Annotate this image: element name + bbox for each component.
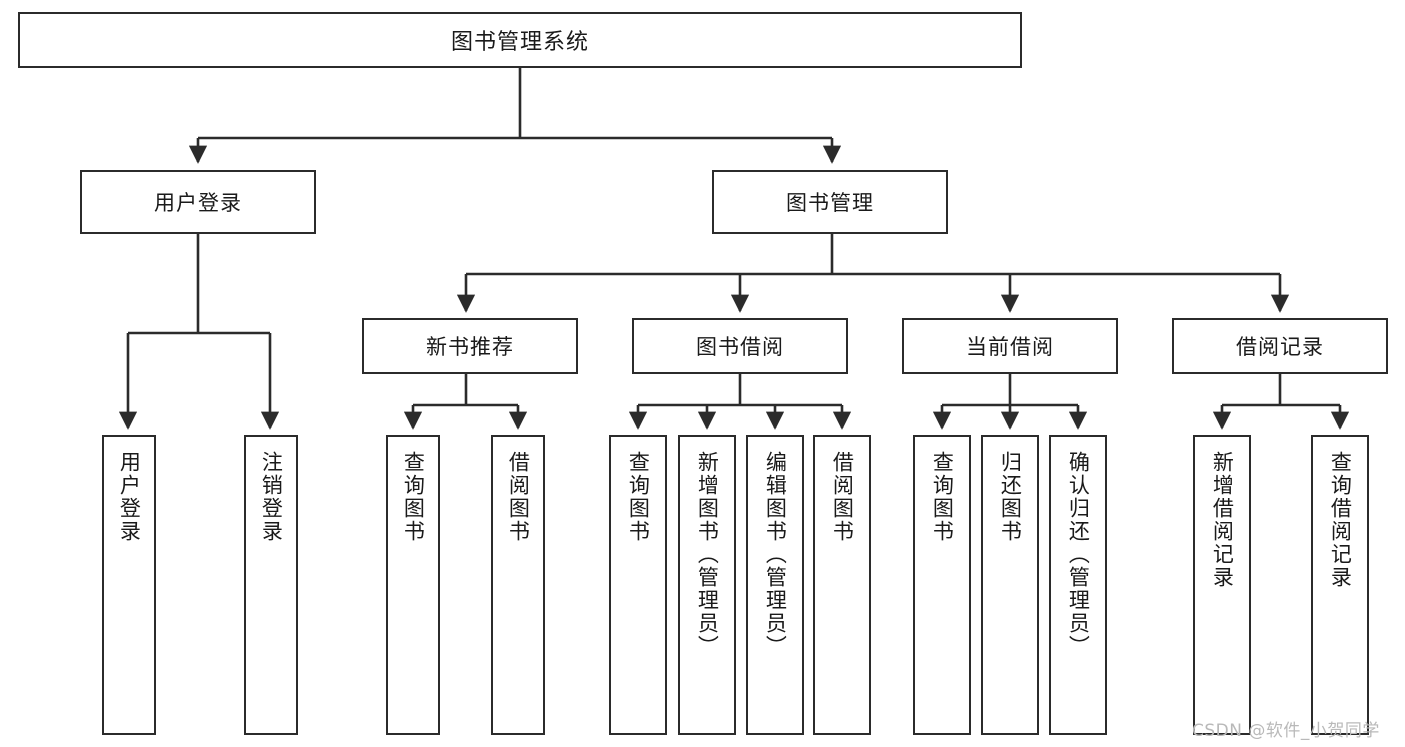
node-label: 归还图书 [998,451,1023,543]
node-label: 用户登录 [154,191,242,215]
node-label: 借阅图书 [506,451,531,543]
node-leaf-add-record[interactable]: 新增借阅记录 [1193,435,1251,735]
node-label: 编辑图书（管理员） [763,451,788,658]
node-leaf-user-login[interactable]: 用户登录 [102,435,156,735]
node-leaf-logout[interactable]: 注销登录 [244,435,298,735]
node-leaf-query-book-2[interactable]: 查询图书 [609,435,667,735]
node-book-borrow[interactable]: 图书借阅 [632,318,848,374]
node-leaf-query-book-3[interactable]: 查询图书 [913,435,971,735]
node-leaf-return-book[interactable]: 归还图书 [981,435,1039,735]
node-label: 查询图书 [930,451,955,543]
node-leaf-borrow-book-1[interactable]: 借阅图书 [491,435,545,735]
node-label: 新增图书（管理员） [695,451,720,658]
node-label: 图书管理系统 [450,30,589,55]
node-label: 查询图书 [401,451,426,543]
node-label: 当前借阅 [966,335,1054,359]
node-label: 用户登录 [117,451,142,543]
node-leaf-confirm-return[interactable]: 确认归还（管理员） [1049,435,1107,735]
node-leaf-edit-book[interactable]: 编辑图书（管理员） [746,435,804,735]
node-label: 新书推荐 [426,335,514,359]
node-label: 确认归还（管理员） [1066,451,1091,658]
node-leaf-query-book-1[interactable]: 查询图书 [386,435,440,735]
node-current-borrow[interactable]: 当前借阅 [902,318,1118,374]
node-label: 图书管理 [786,191,874,215]
node-leaf-borrow-book-2[interactable]: 借阅图书 [813,435,871,735]
node-label: 注销登录 [259,451,284,543]
node-user-login[interactable]: 用户登录 [80,170,316,234]
node-leaf-add-book[interactable]: 新增图书（管理员） [678,435,736,735]
node-label: 查询图书 [626,451,651,543]
node-label: 新增借阅记录 [1210,451,1235,589]
node-label: 查询借阅记录 [1328,451,1353,589]
node-label: 借阅记录 [1236,335,1324,359]
csdn-watermark: CSDN @软件_小贺同学 [1192,721,1380,741]
node-borrow-record[interactable]: 借阅记录 [1172,318,1388,374]
node-label: 图书借阅 [696,335,784,359]
node-leaf-query-record[interactable]: 查询借阅记录 [1311,435,1369,735]
node-book-manage[interactable]: 图书管理 [712,170,948,234]
node-label: 借阅图书 [830,451,855,543]
node-new-book-recommend[interactable]: 新书推荐 [362,318,578,374]
node-root-system[interactable]: 图书管理系统 [18,12,1022,68]
